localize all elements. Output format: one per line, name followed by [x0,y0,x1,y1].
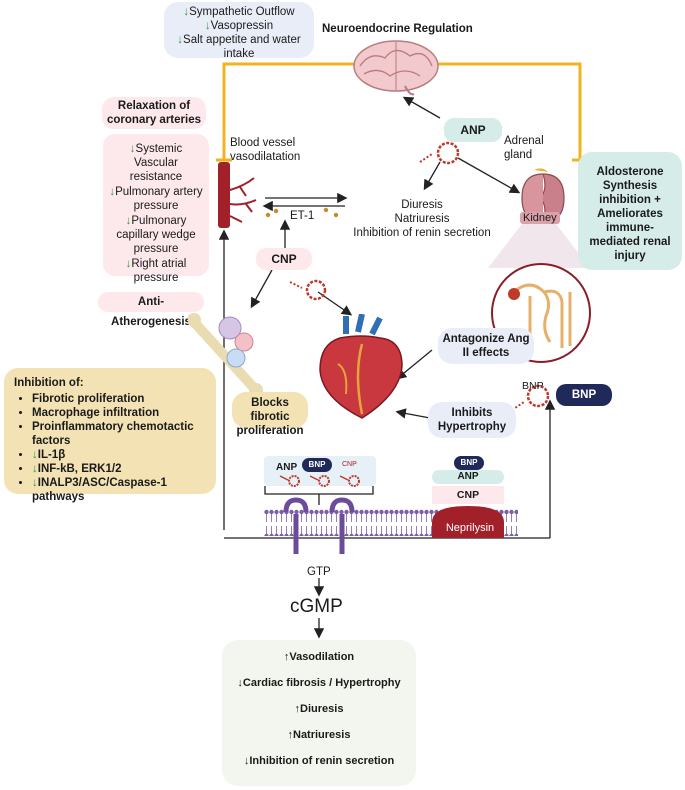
heart-icon [319,314,403,419]
renal-effects: Diuresis Natriuresis Inhibition of renin… [352,198,492,240]
anti-atherogenesis-box: Anti-Atherogenesis [98,292,204,328]
aldosterone-box: Aldosterone Synthesis inhibition + Ameli… [578,152,682,270]
anp-peptide-icon [419,141,460,165]
hemodynamic-effects-box: ↓Systemic Vascular resistance ↓Pulmonary… [103,134,209,284]
cnp-badge: CNP [256,248,312,270]
neuroendocrine-title: Neuroendocrine Regulation [322,23,473,35]
neuroendocrine-effects-box: ↓Sympathetic Outflow ↓Vasopressin ↓Salt … [164,2,314,60]
effect-line-4: ↑Natriuresis [287,729,351,741]
effect-line-3: ↑Diuresis [294,703,344,715]
ligand-peptides [279,475,360,487]
neuro-line-3: ↓Salt appetite and water intake [177,34,301,60]
et1-label: ET-1 [290,210,315,222]
neuro-line-1: ↓Sympathetic Outflow [183,6,295,18]
neprilysin-label: Neprilysin [445,522,495,534]
inhibition-box: Inhibition of: Fibrotic proliferation Ma… [4,368,216,503]
inhibition-item: Fibrotic proliferation [32,392,208,406]
kidney-label: Kidney [520,212,560,224]
inhibition-title: Inhibition of: [14,377,84,389]
renal-effect-3: Inhibition of renin secretion [353,227,491,239]
cell-membrane [264,494,518,554]
inhibits-hypertrophy-box: Inhibits Hypertrophy [428,402,516,438]
bnp-peptide-label: BNP [522,380,544,392]
kidney-icon [521,168,565,223]
anp-badge: ANP [444,118,502,142]
inhibition-item: ↓INALP3/ASC/Caspase-1 pathways [32,476,208,504]
inhibition-item: Proinflammatory chemotactic factors [32,420,208,448]
blocks-fibrotic-box: Blocks fibrotic proliferation [232,392,308,437]
renal-effect-2: Natriuresis [394,213,450,225]
effect-line-5: ↓Inhibition of renin secretion [243,755,395,767]
cgmp-label: cGMP [290,596,343,617]
neuro-line-2: ↓Vasopressin [204,20,274,32]
effect-line-2: ↓Cardiac fibrosis / Hypertrophy [237,677,401,689]
brain-icon [353,40,439,96]
antagonize-box: Antagonize Ang II effects [438,328,534,364]
vessel-label: Blood vessel vasodilatation [230,137,301,163]
et1-dots [265,207,339,218]
membrane-anp-label: ANP [276,462,298,473]
hemo-line-3: ↓Pulmonary capillary wedge pressure [116,215,196,255]
blood-vessel-icon [218,162,257,228]
membrane-bnp-label: BNP [302,458,332,472]
hemo-line-4: ↓Right atrial pressure [125,258,187,284]
hemo-line-1: ↓Systemic Vascular resistance [129,143,183,183]
coronary-relaxation-box: Relaxation of coronary arteries [102,97,206,129]
adrenal-label: Adrenal gland [504,135,544,161]
inhibition-list: Fibrotic proliferation Macrophage infilt… [14,392,208,504]
effect-line-1: ↑Vasodilation [283,651,355,663]
bnp-peptide-icon [511,384,550,411]
renal-effect-1: Diuresis [401,199,443,211]
hemo-line-2: ↓Pulmonary artery pressure [109,186,203,212]
cgmp-effects-box: ↑Vasodilation ↓Cardiac fibrosis / Hypert… [222,640,416,786]
neprilysin-bnp-label: BNP [454,456,484,470]
bone-and-cells-icon [188,313,263,397]
neprilysin-anp-label: ANP [432,470,504,484]
cnp-peptide-icon [289,279,327,301]
inhibition-item: ↓IL-1β [32,448,208,462]
inhibition-item: Macrophage infiltration [32,406,208,420]
membrane-cnp-label: CNP [342,461,357,468]
bnp-badge: BNP [556,384,612,406]
inhibition-item: ↓INF-kB, ERK1/2 [32,462,208,476]
gtp-label: GTP [307,566,331,578]
